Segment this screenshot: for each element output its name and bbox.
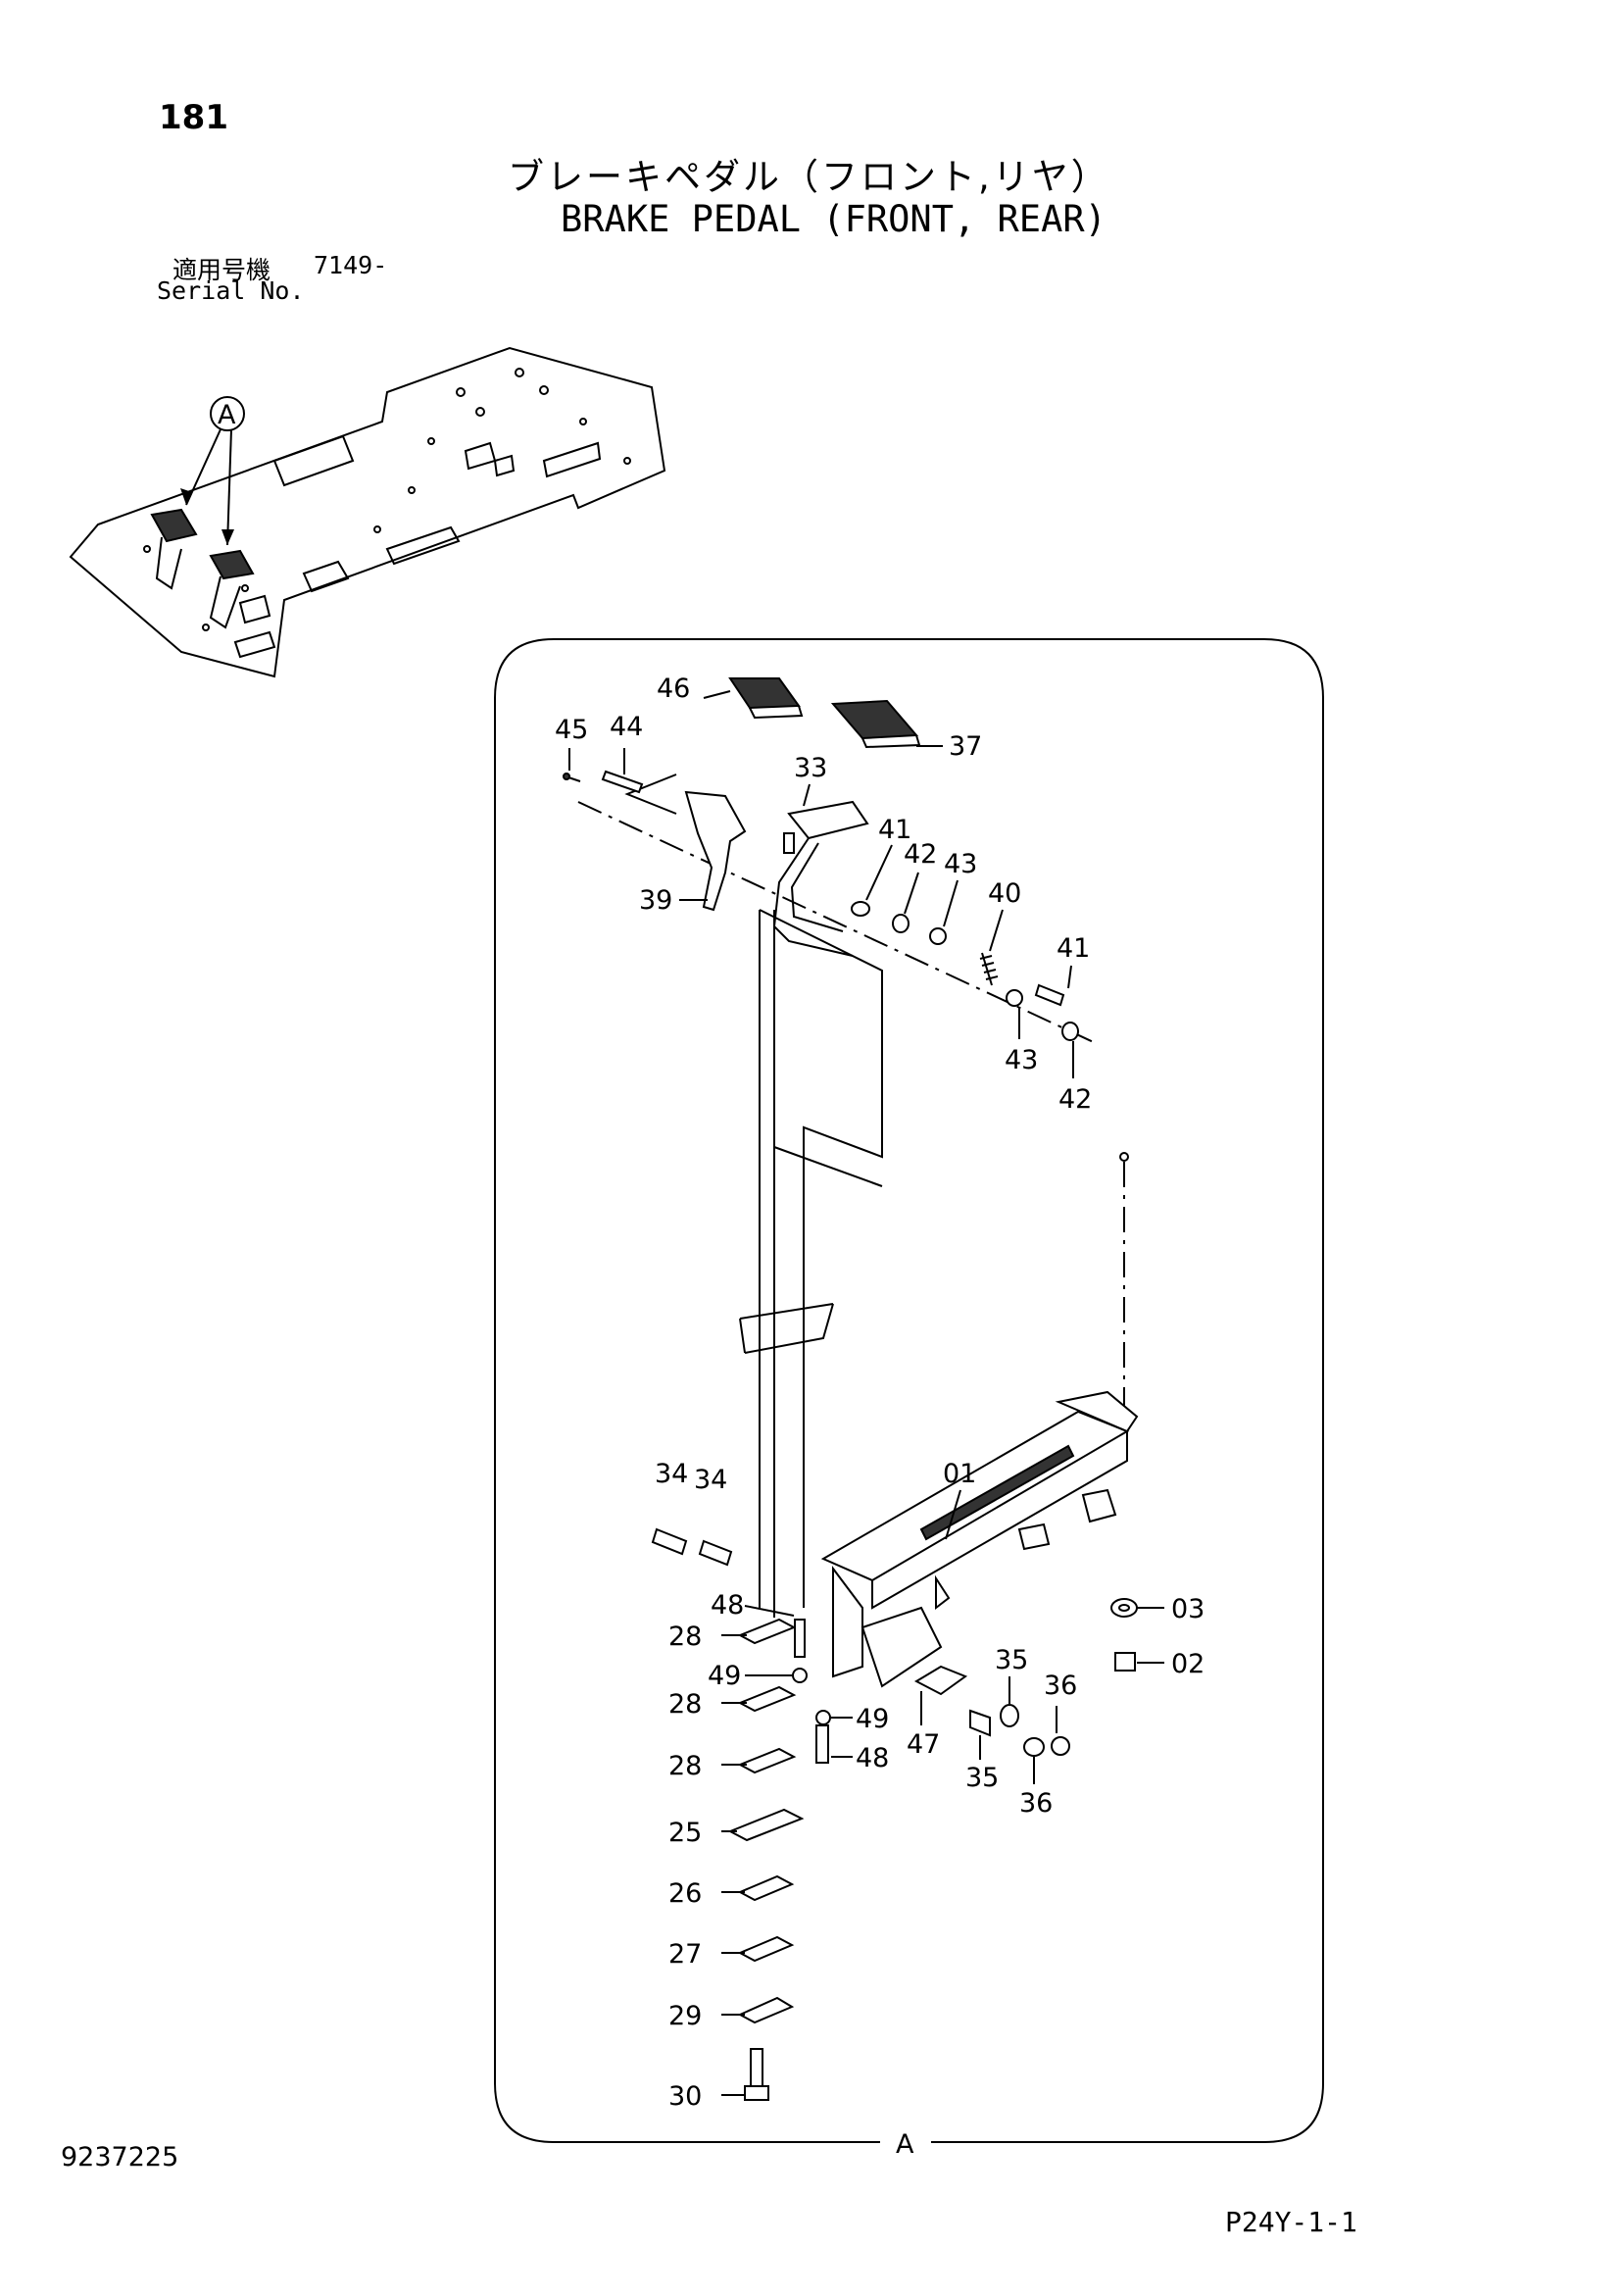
part-label-28-third: 28 [668,1751,702,1781]
part-label-28-first: 28 [668,1622,702,1652]
part-label-28-second: 28 [668,1689,702,1720]
part-label-43-lower: 43 [1005,1045,1038,1075]
overview-callout-label: A [218,400,236,430]
part-labels: 46 37 45 44 33 39 41 42 43 40 41 43 42 0… [555,674,1205,2112]
part-label-35-lower: 35 [965,1763,999,1793]
frame-label: A [896,2129,914,2160]
overview-floor-plate: A [69,346,666,678]
part-label-26: 26 [668,1878,702,1909]
page-reference: P24Y-1-1 [1225,2206,1357,2238]
part-label-41-lower: 41 [1057,933,1090,964]
part-label-45: 45 [555,715,588,745]
part-label-49-lower: 49 [856,1704,889,1734]
part-label-48-lower: 48 [856,1743,889,1773]
part-label-27: 27 [668,1939,702,1970]
part-label-03: 03 [1171,1594,1205,1624]
part-label-35-upper: 35 [995,1645,1028,1675]
part-label-02: 02 [1171,1649,1205,1679]
part-label-44: 44 [610,712,643,742]
part-label-36-lower: 36 [1019,1788,1053,1819]
part-label-34-right: 34 [694,1465,727,1495]
page-title-english: BRAKE PEDAL (FRONT, REAR) [561,198,1107,240]
part-label-30: 30 [668,2081,702,2112]
part-label-36-upper: 36 [1044,1671,1077,1701]
page-title-japanese: ブレーキペダル（フロント,リヤ） [508,156,1110,198]
part-label-01: 01 [943,1459,976,1489]
part-label-42-upper: 42 [904,839,937,870]
serial-number-value: 7149- [314,251,388,279]
serial-label-japanese: 適用号機 [172,256,271,284]
page-number: 181 [159,98,228,137]
overview-callout-circle [210,396,245,431]
part-label-41-upper: 41 [878,815,911,845]
part-label-33: 33 [794,753,827,783]
leader-lines [568,690,1164,2096]
pedal-assembly [563,677,1139,2101]
part-label-34-left: 34 [655,1459,688,1489]
part-label-37: 37 [949,731,982,762]
serial-label-english: Serial No. [157,276,305,305]
part-label-43-upper: 43 [944,849,977,879]
part-label-29: 29 [668,2001,702,2031]
detail-frame: A [494,638,1324,2160]
document-code: 9237225 [61,2142,179,2172]
part-label-47: 47 [907,1729,940,1760]
part-label-48-upper: 48 [711,1590,744,1621]
part-label-25: 25 [668,1818,702,1848]
part-label-42-lower: 42 [1058,1084,1092,1115]
part-label-46: 46 [657,674,690,704]
part-label-39: 39 [639,885,672,916]
part-label-49-upper: 49 [708,1661,741,1691]
part-label-40: 40 [988,878,1021,909]
